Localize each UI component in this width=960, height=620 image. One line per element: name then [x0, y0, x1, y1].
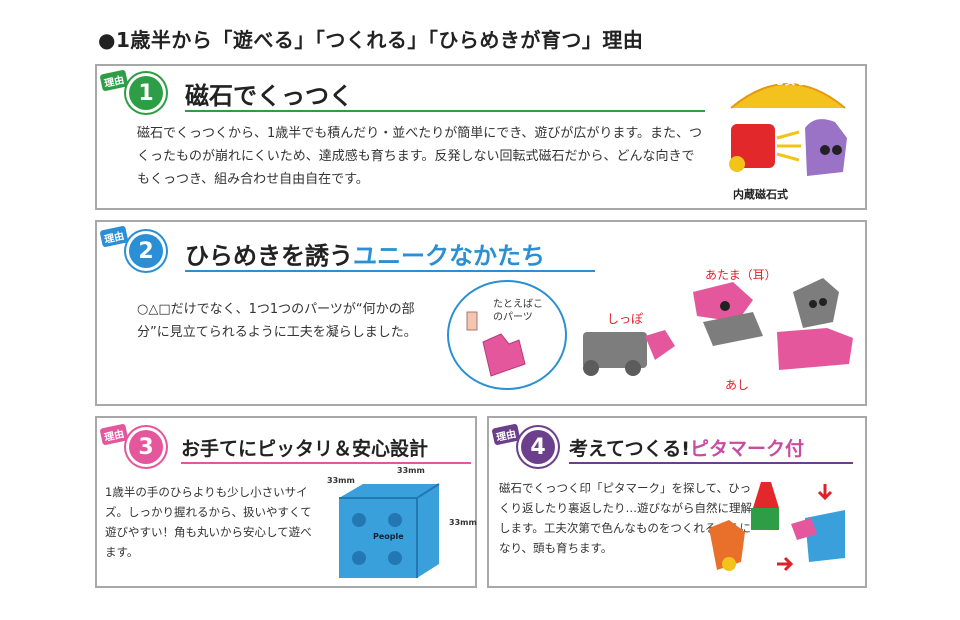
- reason-2-title: ひらめきを誘うユニークなかたち: [185, 236, 545, 271]
- reason-4-title-a: 考えてつくる!: [569, 438, 690, 460]
- reason-1-underline: [185, 110, 705, 112]
- green-block: [751, 508, 779, 530]
- reason-3-title: お手てにピッタリ＆安心設計: [181, 438, 429, 460]
- reason-2-tag: 理由: [99, 225, 129, 248]
- safe-badge: なめても安心: [741, 74, 807, 87]
- dim-a: 33mm: [327, 476, 355, 485]
- pink-part-graphic: [466, 311, 526, 377]
- label-leg: あし: [725, 378, 750, 392]
- magnet-illustration: なめても安心 内蔵磁石式: [713, 68, 863, 206]
- cube-brand: People: [373, 532, 404, 541]
- pink-tail: [645, 330, 675, 360]
- reason-4-text: 磁石でくっつく印「ピタマーク」を探して、ひっくり返したり裏返したり…遊びながら自…: [499, 481, 752, 555]
- orange-figure: [709, 520, 745, 570]
- reason-1-number: 1: [129, 76, 163, 110]
- reason-2-title-b: ユニークなかたち: [353, 242, 545, 270]
- reason-2-panel: 理由 2 ひらめきを誘うユニークなかたち ○△□だけでなく、1つ1つのパーツが“…: [95, 220, 867, 406]
- reason-4-underline: [569, 462, 853, 464]
- reason-1-text: 磁石でくっつくから、1歳半でも積んだり・並べたりが簡単にでき、遊びが広がります。…: [137, 126, 703, 187]
- reason-2-text: ○△□だけでなく、1つ1つのパーツが“何かの部分”に見立てられるように工夫を凝ら…: [137, 302, 417, 340]
- reason-2-number: 2: [129, 234, 163, 268]
- block-cube: People: [329, 474, 449, 584]
- blue-cube-graphic: [339, 483, 440, 578]
- reason-2-title-a: ひらめきを誘う: [185, 242, 353, 270]
- grey-body: [583, 332, 647, 368]
- red-block: [731, 124, 775, 168]
- reason-3-text: 1歳半の手のひらよりも少し小さいサイズ。しっかり握れるから、扱いやすくて遊びやす…: [105, 485, 312, 559]
- pitamark-figures-graphic: [709, 482, 845, 572]
- reason-4-tag: 理由: [491, 423, 521, 446]
- reason-1-panel: 理由 1 磁石でくっつく 磁石でくっつくから、1歳半でも積んだり・並べたりが簡単…: [95, 64, 867, 210]
- reason-2-underline: [185, 270, 595, 272]
- dim-b: 33mm: [397, 466, 425, 475]
- reason-4-number: 4: [521, 430, 555, 464]
- dim-c: 33mm: [449, 518, 477, 527]
- label-tail: しっぽ: [607, 312, 644, 326]
- reason-1-tag: 理由: [99, 69, 129, 92]
- blue-figure: [805, 510, 845, 562]
- reason-3-number: 3: [129, 430, 163, 464]
- reason-3-tag: 理由: [99, 423, 129, 446]
- page-heading: ●1歳半から「遊べる」「つくれる」「ひらめきが育つ」理由: [98, 28, 644, 52]
- pink-legs: [777, 328, 853, 370]
- reason-3-panel: 理由 3 お手てにピッタリ＆安心設計 1歳半の手のひらよりも少し小さいサイズ。し…: [95, 416, 477, 588]
- red-cone: [753, 482, 779, 508]
- reason-4-title: 考えてつくる!ピタマーク付: [569, 434, 804, 461]
- reason-4-title-b: ピタマーク付: [689, 438, 804, 460]
- reason-3-underline: [181, 462, 471, 464]
- reason-1-title: 磁石でくっつく: [185, 82, 353, 110]
- example-bubble: たとえばこのパーツ: [447, 280, 567, 390]
- reason-4-panel: 理由 4 考えてつくる!ピタマーク付 磁石でくっつく印「ピタマーク」を探して、ひ…: [487, 416, 867, 588]
- label-head: あたま（耳）: [705, 268, 777, 282]
- bubble-text: たとえばこのパーツ: [493, 299, 543, 323]
- magnet-blocks-graphic: [729, 83, 847, 176]
- dog-figure-graphic: [583, 278, 853, 376]
- magnet-caption: 内蔵磁石式: [733, 188, 788, 201]
